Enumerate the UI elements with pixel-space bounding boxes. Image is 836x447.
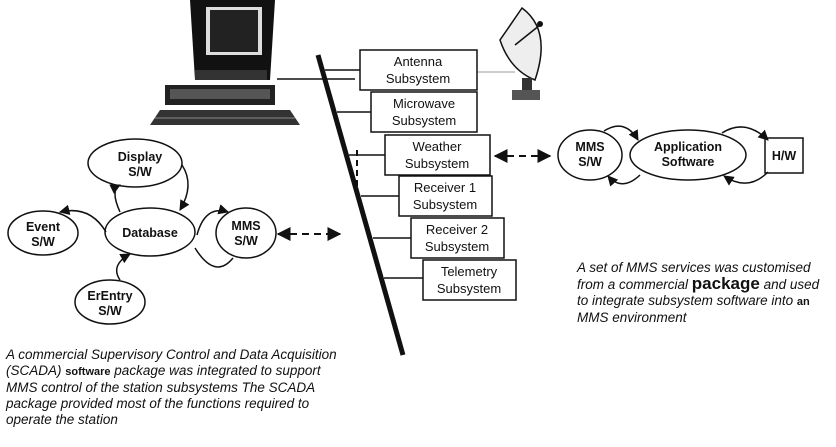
right-flow-arcs <box>603 125 769 187</box>
antenna-dish-icon <box>499 6 543 100</box>
node-mms-sw-left: MMS S/W <box>215 207 277 259</box>
svg-text:ErEntry: ErEntry <box>87 289 132 303</box>
svg-text:Software: Software <box>662 155 715 169</box>
node-erentry-sw: ErEntry S/W <box>74 279 146 325</box>
svg-text:S/W: S/W <box>98 304 122 318</box>
node-mms-sw-right: MMS S/W <box>557 129 623 181</box>
subsystem-box-weather: Weather Subsystem <box>384 134 491 176</box>
svg-text:Database: Database <box>122 226 178 240</box>
node-display-sw: Display S/W <box>87 138 183 188</box>
svg-text:Application: Application <box>654 140 722 154</box>
subsystem-bus <box>315 54 406 356</box>
caption-scada: A commercial Supervisory Control and Dat… <box>6 347 337 427</box>
subsystem-box-antenna: Antenna Subsystem <box>359 49 478 91</box>
caption-mms-services: A set of MMS services was customised fro… <box>577 260 820 325</box>
svg-text:Display: Display <box>118 150 163 164</box>
svg-text:Subsystem: Subsystem <box>405 156 469 171</box>
svg-text:MMS: MMS <box>575 140 604 154</box>
svg-text:Telemetry: Telemetry <box>441 264 498 279</box>
node-event-sw: Event S/W <box>7 210 79 256</box>
subsystem-box-receiver-1: Receiver 1 Subsystem <box>398 175 493 217</box>
node-hw: H/W <box>764 137 804 174</box>
svg-text:Weather: Weather <box>413 139 463 154</box>
left-flow-arcs <box>58 164 234 281</box>
svg-text:Microwave: Microwave <box>393 96 455 111</box>
svg-text:S/W: S/W <box>31 235 55 249</box>
subsystem-box-receiver-2: Receiver 2 Subsystem <box>410 217 505 259</box>
svg-text:Subsystem: Subsystem <box>392 113 456 128</box>
svg-text:S/W: S/W <box>578 155 602 169</box>
svg-text:Subsystem: Subsystem <box>437 281 501 296</box>
svg-text:S/W: S/W <box>234 234 258 248</box>
svg-text:H/W: H/W <box>772 149 797 163</box>
node-database: Database <box>104 207 196 257</box>
svg-text:Antenna: Antenna <box>394 54 443 69</box>
node-application-software: Application Software <box>629 129 747 181</box>
svg-text:Receiver 2: Receiver 2 <box>426 222 488 237</box>
bus-stubs <box>325 69 423 279</box>
computer-workstation-icon <box>150 0 300 125</box>
svg-text:Subsystem: Subsystem <box>386 71 450 86</box>
svg-text:MMS: MMS <box>231 219 260 233</box>
svg-text:Receiver 1: Receiver 1 <box>414 180 476 195</box>
svg-text:Subsystem: Subsystem <box>413 197 477 212</box>
svg-text:Event: Event <box>26 220 61 234</box>
subsystem-box-telemetry: Telemetry Subsystem <box>422 259 517 301</box>
svg-text:Subsystem: Subsystem <box>425 239 489 254</box>
svg-text:S/W: S/W <box>128 165 152 179</box>
subsystem-box-microwave: Microwave Subsystem <box>370 91 478 133</box>
